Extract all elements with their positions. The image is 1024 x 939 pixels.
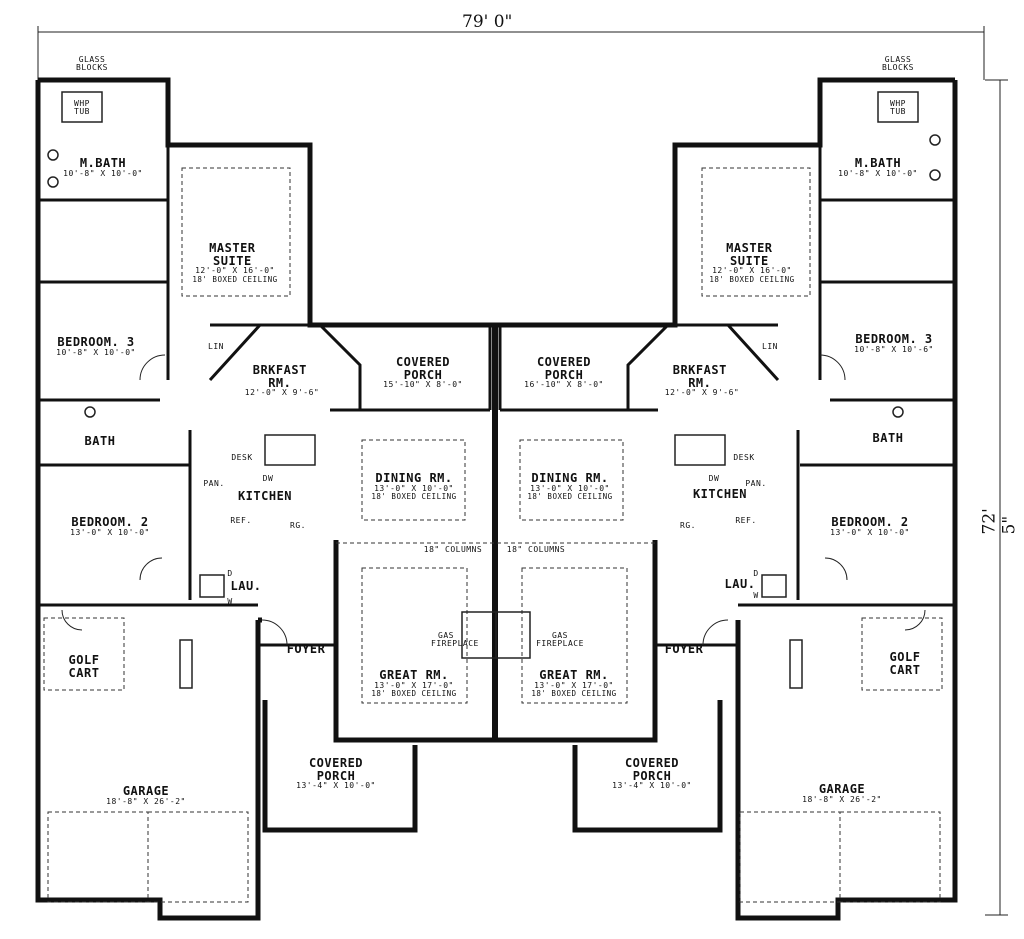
dimension-lines bbox=[37, 26, 1008, 916]
fixtures bbox=[47, 91, 941, 689]
dw-left: DW bbox=[262, 474, 274, 483]
w-right: W bbox=[753, 591, 759, 600]
ref-right: REF. bbox=[735, 516, 757, 525]
pan-left: PAN. bbox=[203, 479, 225, 488]
room-left-kitchen: KITCHEN bbox=[237, 489, 293, 503]
gas-fireplace-left: GAS FIREPLACE bbox=[431, 631, 479, 649]
room-right-lau: LAU. bbox=[724, 577, 756, 591]
w-left: W bbox=[227, 597, 233, 606]
glass-blocks-right: GLASS BLOCKS bbox=[882, 55, 914, 73]
room-left-dining: DINING RM.13'-0" X 10'-0"18' BOXED CEILI… bbox=[371, 471, 457, 501]
dw-right: DW bbox=[708, 474, 720, 483]
room-right-bath: BATH bbox=[872, 431, 904, 445]
glass-blocks-left: GLASS BLOCKS bbox=[76, 55, 108, 73]
right-unit-walls bbox=[498, 77, 958, 921]
rg-left: RG. bbox=[290, 521, 306, 530]
rg-right: RG. bbox=[680, 521, 696, 530]
room-right-dining: DINING RM.13'-0" X 10'-0"18' BOXED CEILI… bbox=[527, 471, 613, 501]
ref-left: REF. bbox=[230, 516, 252, 525]
room-left-golf-cart: GOLF CART bbox=[68, 653, 100, 680]
desk-right: DESK bbox=[733, 453, 755, 462]
room-left-lau: LAU. bbox=[230, 579, 262, 593]
whp-tub-right: WHP TUB bbox=[890, 99, 906, 117]
room-left-great-room: GREAT RM.13'-0" X 17'-0"18' BOXED CEILIN… bbox=[371, 668, 457, 698]
door-swings bbox=[61, 354, 926, 646]
d-left: D bbox=[227, 569, 233, 578]
left-unit-walls bbox=[35, 77, 500, 921]
columns-left: 18" COLUMNS bbox=[423, 545, 483, 554]
boxed-ceiling-outlines bbox=[43, 167, 943, 903]
pan-right: PAN. bbox=[745, 479, 767, 488]
lin-left: LIN bbox=[208, 342, 224, 351]
room-left-brkfast: BRKFAST RM.12'-0" X 9'-6" bbox=[244, 363, 320, 398]
overall-depth: 72' 5" bbox=[979, 508, 1020, 535]
gas-fireplace-right: GAS FIREPLACE bbox=[536, 631, 584, 649]
whp-tub-left: WHP TUB bbox=[74, 99, 90, 117]
room-left-bath: BATH bbox=[84, 434, 116, 448]
room-right-great-room: GREAT RM.13'-0" X 17'-0"18' BOXED CEILIN… bbox=[531, 668, 617, 698]
room-right-golf-cart: GOLF CART bbox=[889, 650, 921, 677]
overall-width: 79' 0" bbox=[462, 12, 513, 32]
room-left-foyer: FOYER bbox=[286, 642, 326, 656]
columns-right: 18" COLUMNS bbox=[506, 545, 566, 554]
d-right: D bbox=[753, 569, 759, 578]
room-right-foyer: FOYER bbox=[664, 642, 704, 656]
room-right-kitchen: KITCHEN bbox=[692, 487, 748, 501]
room-right-brkfast: BRKFAST RM.12'-0" X 9'-6" bbox=[664, 363, 740, 398]
desk-left: DESK bbox=[231, 453, 253, 462]
lin-right: LIN bbox=[762, 342, 778, 351]
